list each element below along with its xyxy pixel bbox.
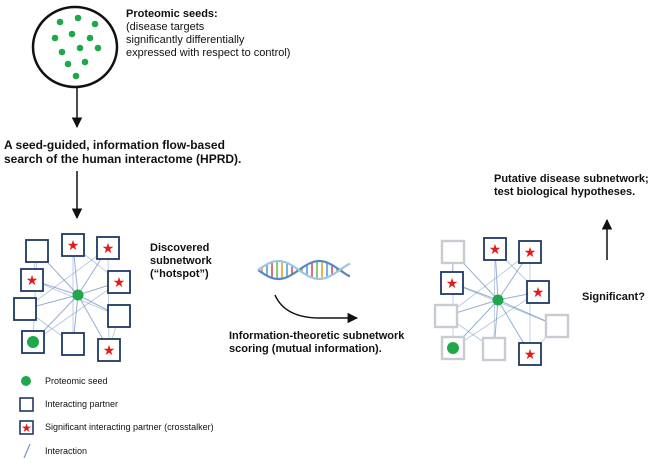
- partner-node: [107, 304, 131, 328]
- star-icon: ★: [26, 272, 39, 288]
- star-icon: ★: [446, 275, 459, 291]
- interaction-edge: [107, 247, 110, 351]
- dna-helix-icon: [257, 259, 351, 281]
- seed-dot: [81, 58, 89, 66]
- hotspot-label: Discovered subnetwork (“hotspot”): [150, 242, 212, 281]
- partner-node: [13, 297, 37, 321]
- hotspot-network: ★ ★ ★ ★ ★: [13, 233, 131, 362]
- seed-dot: [58, 48, 66, 56]
- central-seed: [492, 294, 504, 306]
- seeds-line: significantly differentially: [126, 34, 245, 46]
- star-icon: ★: [102, 240, 115, 256]
- hotspot-label-line: Discovered: [150, 242, 210, 254]
- interaction-edge: [452, 291, 539, 349]
- interaction-edge: [445, 251, 531, 317]
- crosstalker-node: [518, 342, 542, 366]
- scoring-step-line: scoring (mutual information).: [229, 343, 382, 355]
- legend-label-crosstalker: Significant interacting partner (crossta…: [45, 422, 214, 432]
- star-square-icon: [19, 420, 34, 435]
- hotspot-label-line: subnetwork: [150, 255, 212, 267]
- seeds-description: Proteomic seeds: (disease targets signif…: [126, 8, 290, 60]
- putative-network: ★ ★ ★ ★ ★: [433, 237, 570, 366]
- seed-dot: [74, 14, 82, 22]
- seed-dot: [94, 44, 102, 52]
- dna-strand: [257, 259, 351, 281]
- crosstalker-node: [20, 268, 44, 292]
- crosstalker-node: [96, 236, 120, 260]
- partner-node: [433, 303, 459, 329]
- star-icon: ★: [113, 274, 126, 290]
- seed-dot: [72, 72, 80, 80]
- central-seed: [72, 289, 84, 301]
- seed-dot: [56, 18, 64, 26]
- curved-arrow-icon: [274, 294, 359, 324]
- star-icon: ★: [67, 237, 80, 253]
- scoring-step-text: Information-theoretic subnetwork scoring…: [229, 330, 404, 356]
- crosstalker-node: [97, 338, 121, 362]
- partner-node: [544, 313, 570, 339]
- seed-pool-icon: [31, 5, 119, 89]
- seed-dot: [91, 20, 99, 28]
- seed-dot: [68, 30, 76, 38]
- seed-dot: [76, 44, 84, 52]
- search-step-text: A seed-guided, information flow-based se…: [4, 138, 241, 166]
- crosstalker-node: [107, 270, 131, 294]
- legend-label-seed: Proteomic seed: [45, 376, 108, 386]
- legend-icons: ★: [19, 376, 34, 459]
- putative-line: Putative disease subnetwork;: [494, 173, 649, 185]
- seed-dot: [64, 60, 72, 68]
- seeds-line: (disease targets: [126, 21, 205, 33]
- seed-dot: [447, 342, 459, 354]
- interaction-edge: [24, 247, 109, 310]
- dna-strand: [257, 259, 351, 281]
- blue-square-icon: [19, 397, 34, 412]
- partner-node: [440, 239, 466, 265]
- green-dot-icon: [21, 376, 31, 386]
- star-icon: ★: [524, 244, 537, 260]
- legend-label-partner: Interacting partner: [45, 399, 119, 409]
- interaction-edge: [32, 281, 120, 343]
- crosstalker-node: [526, 280, 550, 304]
- seed-dot: [27, 336, 39, 348]
- seeds-line: expressed with respect to control): [126, 47, 291, 59]
- partner-node: [25, 239, 49, 263]
- search-step-line: search of the human interactome (HPRD).: [4, 152, 242, 166]
- significance-label: Significant?: [582, 291, 645, 303]
- star-icon: ★: [21, 421, 32, 435]
- interaction-edge: [451, 282, 558, 327]
- crosstalker-node: [61, 233, 85, 257]
- star-icon: ★: [532, 284, 545, 300]
- star-icon: ★: [103, 342, 116, 358]
- interaction-edge: [32, 250, 38, 343]
- seed-dot: [51, 34, 59, 42]
- star-icon: ★: [489, 241, 502, 257]
- scoring-step-line: Information-theoretic subnetwork: [229, 330, 405, 342]
- legend-label-interaction: Interaction: [45, 446, 88, 456]
- partner-node: [481, 336, 507, 362]
- crosstalker-node: [483, 237, 507, 261]
- putative-line: test biological hypotheses.: [494, 186, 636, 198]
- putative-text: Putative disease subnetwork; test biolog…: [494, 173, 649, 199]
- search-step-line: A seed-guided, information flow-based: [4, 138, 225, 152]
- crosstalker-node: [440, 271, 464, 295]
- crosstalker-node: [518, 240, 542, 264]
- seed-dot: [86, 34, 94, 42]
- line-icon: [23, 443, 31, 459]
- seeds-title: Proteomic seeds:: [126, 8, 218, 20]
- star-icon: ★: [524, 346, 537, 362]
- hotspot-label-line: (“hotspot”): [150, 268, 209, 280]
- partner-node: [61, 332, 85, 356]
